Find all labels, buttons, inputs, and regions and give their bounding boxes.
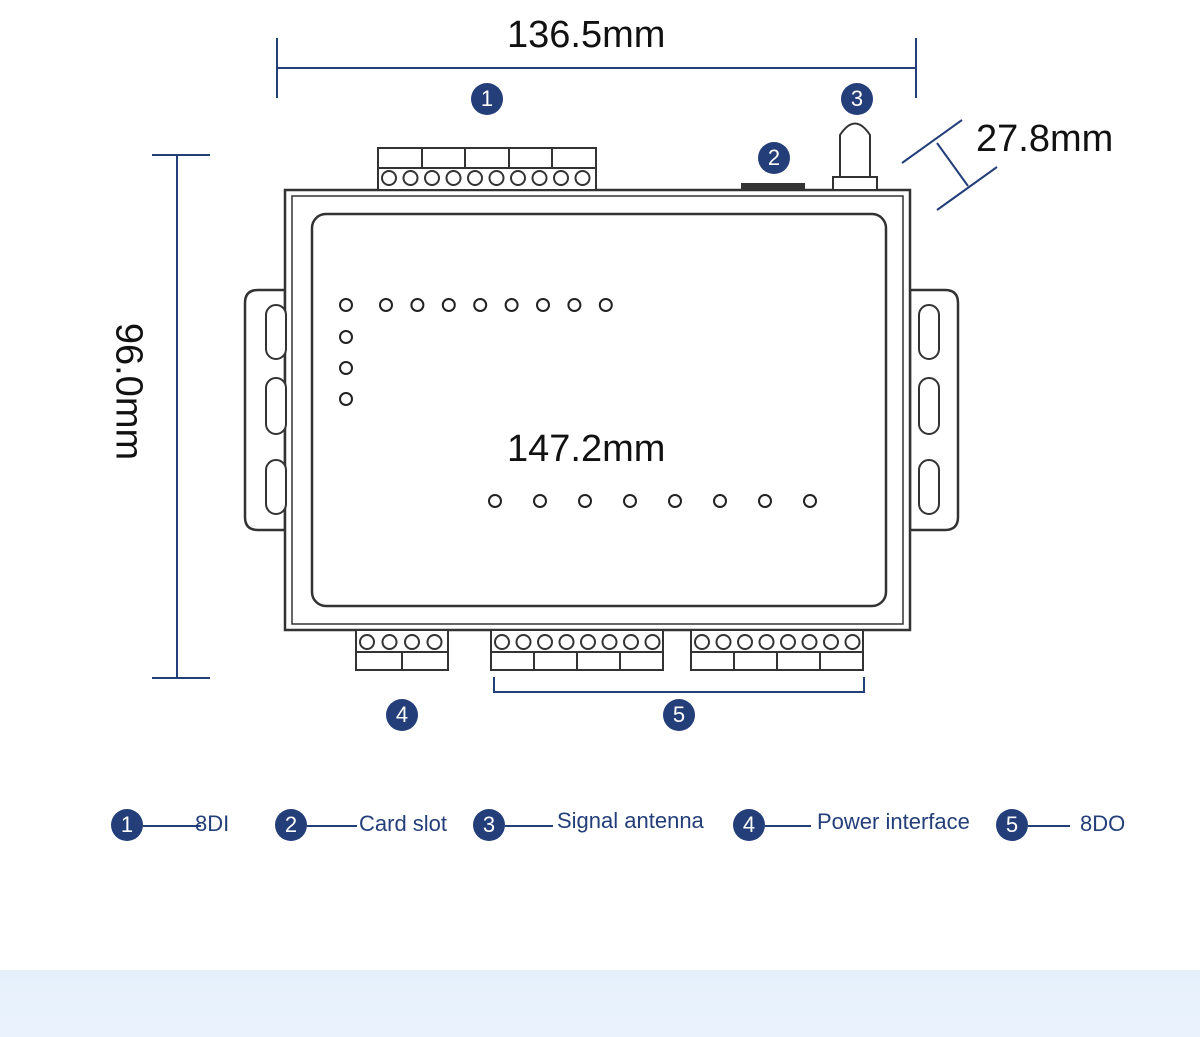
led-indicator [758, 494, 772, 508]
led-indicator [623, 494, 637, 508]
terminal-screw [694, 634, 710, 650]
terminal-screw [424, 170, 440, 186]
terminal-screw [381, 170, 397, 186]
legend-label: Power interface [817, 809, 970, 834]
antenna-body [839, 122, 871, 178]
device-body [243, 188, 960, 632]
terminal-screw [580, 634, 596, 650]
terminal-screw [715, 634, 732, 650]
terminal-screw [381, 634, 398, 650]
terminal-screw [531, 170, 548, 186]
terminal-screw [537, 634, 553, 650]
terminal-screw [510, 170, 526, 186]
antenna-base [832, 176, 878, 191]
led-indicator [339, 330, 353, 344]
led-indicator [668, 494, 682, 508]
dimension-width-full: 147.2mm [507, 428, 666, 470]
enclosure-inner-edge [291, 195, 904, 625]
legend-item-card-slot: 2 Card slot [275, 807, 465, 843]
card-slot-and-antenna [741, 122, 878, 191]
callout-badge-3: 3 [841, 83, 873, 115]
legend-leader-line [765, 825, 811, 827]
led-indicator [410, 298, 425, 312]
legend-item-8do: 5 8DO [996, 807, 1136, 843]
legend-leader-line [307, 825, 357, 827]
legend-leader-line [143, 825, 201, 827]
led-indicator [713, 494, 727, 508]
terminal-screw [488, 170, 505, 186]
legend-leader-line [1028, 825, 1070, 827]
led-indicator [488, 494, 502, 508]
terminal-screw [780, 634, 796, 650]
legend-label: Card slot [359, 811, 448, 836]
terminal-screw [359, 634, 375, 650]
led-indicator [473, 298, 488, 312]
legend-badge: 2 [275, 809, 307, 841]
led-indicator [598, 298, 613, 312]
legend-item-8di: 1 8DI [111, 807, 251, 843]
legend-badge: 5 [996, 809, 1028, 841]
led-indicator [339, 298, 353, 312]
antenna-dim-tick-bottom [936, 166, 998, 211]
terminal-screw [558, 634, 575, 650]
legend-item-power-interface: 4 Power interface [733, 807, 988, 843]
front-panel [310, 212, 888, 608]
terminal-block-8di [377, 147, 597, 191]
card-slot [741, 183, 805, 191]
terminal-screw [467, 170, 483, 186]
terminal-screw [844, 634, 861, 650]
terminal-screw [574, 170, 591, 186]
terminal-screw [445, 170, 462, 186]
legend-leader-line [505, 825, 553, 827]
callout-badge-5: 5 [663, 699, 695, 731]
terminal-screw [823, 634, 839, 650]
terminal-screw [426, 634, 443, 650]
terminal-screw [553, 170, 569, 186]
footer-band [0, 970, 1200, 1037]
do-bracket [493, 677, 865, 693]
legend-badge: 4 [733, 809, 765, 841]
led-indicator [567, 298, 582, 312]
terminal-screw [644, 634, 661, 650]
legend-label: 8DO [1080, 811, 1126, 836]
terminal-screw [758, 634, 775, 650]
legend-label: Signal antenna [557, 808, 704, 833]
dimension-antenna-height: 27.8mm [976, 118, 1114, 160]
legend-item-signal-antenna: 3 Signal antenna [473, 807, 723, 843]
callout-badge-2: 2 [758, 142, 790, 174]
ear-slots [265, 304, 940, 515]
led-indicator [578, 494, 592, 508]
dimension-height-side: 96.0mm [107, 322, 150, 461]
terminal-screw [737, 634, 753, 650]
indicator-leds [339, 298, 817, 508]
led-indicator [441, 298, 456, 312]
legend-badge: 3 [473, 809, 505, 841]
led-indicator [379, 298, 393, 312]
terminal-screw [402, 170, 419, 186]
led-indicator [339, 361, 353, 375]
led-indicator [536, 298, 550, 312]
led-indicator [533, 494, 547, 508]
terminal-blocks-bottom [355, 629, 864, 671]
dimension-width-top: 136.5mm [507, 14, 666, 56]
enclosure [283, 188, 912, 632]
terminal-screw [623, 634, 639, 650]
legend-badge: 1 [111, 809, 143, 841]
terminal-screw [494, 634, 510, 650]
terminal-screw [601, 634, 618, 650]
led-indicator [504, 298, 519, 312]
antenna-dim-tick-top [901, 119, 963, 164]
led-indicator [803, 494, 817, 508]
terminal-screw [801, 634, 818, 650]
led-indicator [339, 392, 353, 406]
antenna-dim-line [936, 142, 969, 187]
callout-badge-1: 1 [471, 83, 503, 115]
callout-badge-4: 4 [386, 699, 418, 731]
terminal-screw [404, 634, 420, 650]
terminal-screw [515, 634, 532, 650]
legend-label: 8DI [195, 811, 230, 836]
